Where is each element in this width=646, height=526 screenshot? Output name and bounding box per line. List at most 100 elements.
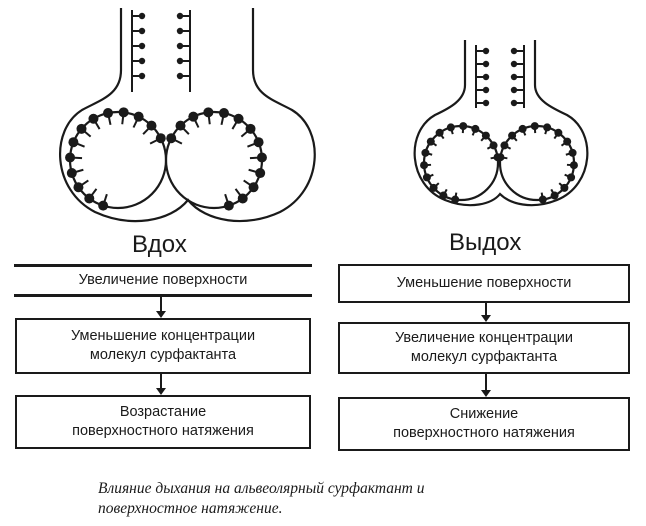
right-alveolus-2-molecule-head [538, 195, 547, 204]
left-step-2-line-1: Уменьшение концентрации [70, 328, 256, 344]
left-alveolus-2-molecule-head [223, 200, 234, 211]
right-alveolus-1-molecule-head [481, 131, 490, 140]
left-outline [59, 8, 316, 223]
left-alveolus-1-molecule-head [84, 193, 95, 204]
left-duct-left-mol-head [138, 57, 146, 65]
right-alveolus-1-molecule-head [429, 183, 438, 192]
right-arrow-2 [481, 374, 491, 397]
right-alveolus-1-molecule-head [420, 161, 429, 170]
right-outline [413, 40, 589, 207]
right-step-1-text: Уменьшение поверхности [396, 275, 572, 291]
right-duct-right-mol-head [510, 86, 518, 94]
right-alveolus-1-molecule-head [451, 195, 460, 204]
right-duct-left-mol-head [482, 47, 490, 55]
left-step-1-text: Увеличение поверхности [78, 272, 248, 288]
right-duct-right-mol-head [510, 60, 518, 68]
right-step-1: Уменьшение поверхности [338, 264, 630, 303]
left-step-2-line-2: молекул сурфактанта [89, 347, 237, 363]
right-alveolus-2-molecule-head [530, 122, 539, 131]
left-step-3-line-1: Возрастание [119, 404, 207, 420]
left-duct-right-mol-head [176, 42, 184, 50]
right-alveolus-1-molecule-head [446, 123, 455, 132]
left-alveolus-1-molecule-head [68, 137, 79, 148]
left-step-3-line-2: поверхностного натяжения [72, 423, 254, 439]
left-alveolus-1-molecule-head [133, 111, 144, 122]
right-alveolus-1-molecule-head [459, 122, 468, 131]
right-duct-left-mol-head [482, 73, 490, 81]
left-alveolus-1-molecule-head [155, 133, 166, 144]
right-alveolus-2-molecule-head [569, 161, 578, 170]
left-step-2: Уменьшение концентрации молекул сурфакта… [15, 318, 311, 374]
right-alveolus-1-molecule-head [435, 128, 444, 137]
right-duct-left-mol-head [482, 60, 490, 68]
caption-line-1: Влияние дыхания на альвеолярный сурфакта… [98, 480, 425, 497]
right-alveolus-2-molecule-head [543, 123, 552, 132]
right-alveolus-2-molecule-head [560, 183, 569, 192]
right-alveolus-1-molecule-head [421, 148, 430, 157]
right-duct-right-mol-head [510, 47, 518, 55]
inspiration-heading: Вдох [132, 231, 187, 258]
left-arrow-1 [156, 297, 166, 318]
right-alveolus-1-molecule-head [426, 137, 435, 146]
left-duct-right-mol-head [176, 12, 184, 20]
left-alveolus-2-molecule-head [203, 107, 214, 118]
left-alveolus-1-molecule-head [146, 120, 157, 131]
left-alveolus-2-molecule-head [233, 113, 244, 124]
right-alveolus-2-molecule-head [500, 141, 509, 150]
right-alveolus-2-molecule-head [554, 128, 563, 137]
right-duct-right-mol-head [510, 99, 518, 107]
left-alveolus-1-molecule-head [73, 182, 84, 193]
right-alveolus-2-molecule-head [550, 191, 559, 200]
right-step-2: Увеличение концентрации молекул сурфакта… [338, 322, 630, 374]
right-arrow-1 [481, 303, 491, 322]
left-alveolus-1-molecule-head [103, 108, 114, 119]
right-alveolus-1-molecule-head [471, 124, 480, 133]
left-alveolus-1-molecule-head [66, 168, 77, 179]
left-alveolus-2-molecule-head [248, 182, 259, 193]
left-duct-right-mol-head [176, 57, 184, 65]
left-step-1: Увеличение поверхности [14, 264, 312, 297]
left-alveolus-2-molecule-head [175, 120, 186, 131]
left-alveolus-1-molecule-head [118, 107, 129, 118]
expiration-heading: Выдох [449, 229, 522, 256]
left-alveolus-1-molecule-head [98, 200, 109, 211]
left-duct-left-mol-head [138, 12, 146, 20]
left-alveolus-2-molecule-head [237, 193, 248, 204]
left-alveolus-2-molecule-head [255, 168, 266, 179]
right-step-3: Снижение поверхностного натяжения [338, 397, 630, 451]
right-alveolus-2-molecule-head [568, 148, 577, 157]
left-alveolus-2-molecule-head [245, 123, 256, 134]
left-step-3: Возрастание поверхностного натяжения [15, 395, 311, 449]
left-alveolus-1-molecule-head [76, 123, 87, 134]
left-alveolus-2-molecule-head [166, 133, 177, 144]
right-alveolus-2-molecule-head [563, 137, 572, 146]
left-arrow-2 [156, 374, 166, 395]
right-alveolus-1-molecule-head [439, 191, 448, 200]
right-duct-right-mol-head [510, 73, 518, 81]
right-step-2-line-2: молекул сурфактанта [410, 349, 558, 365]
left-duct-left-mol-head [138, 27, 146, 35]
right-duct-left-mol-head [482, 86, 490, 94]
left-alveolus-2-molecule-head [256, 152, 267, 163]
left-duct-left-mol-head [138, 72, 146, 80]
caption-line-2: поверхностное натяжение. [98, 500, 283, 517]
right-alveolus-1-molecule-head [422, 173, 431, 182]
left-duct-right-mol-head [176, 27, 184, 35]
left-alveolus-1-molecule-head [65, 152, 76, 163]
left-duct-left-mol-head [138, 42, 146, 50]
left-alveolus-2-molecule-head [253, 137, 264, 148]
right-duct-left-mol-head [482, 99, 490, 107]
right-alveolus-1-molecule-head [489, 141, 498, 150]
left-duct-right-mol-head [176, 72, 184, 80]
right-step-2-line-1: Увеличение концентрации [395, 330, 573, 346]
right-alveolus-2-molecule-head [496, 153, 505, 162]
right-step-3-line-2: поверхностного натяжения [393, 425, 575, 441]
right-alveolus-2-molecule-head [567, 173, 576, 182]
right-step-3-line-1: Снижение [449, 406, 519, 422]
figure-caption: Влияние дыхания на альвеолярный сурфакта… [98, 479, 618, 519]
left-alveolus-2-molecule-head [218, 108, 229, 119]
right-alveolus-2-molecule-head [508, 131, 517, 140]
left-alveolus-2-molecule-head [188, 111, 199, 122]
